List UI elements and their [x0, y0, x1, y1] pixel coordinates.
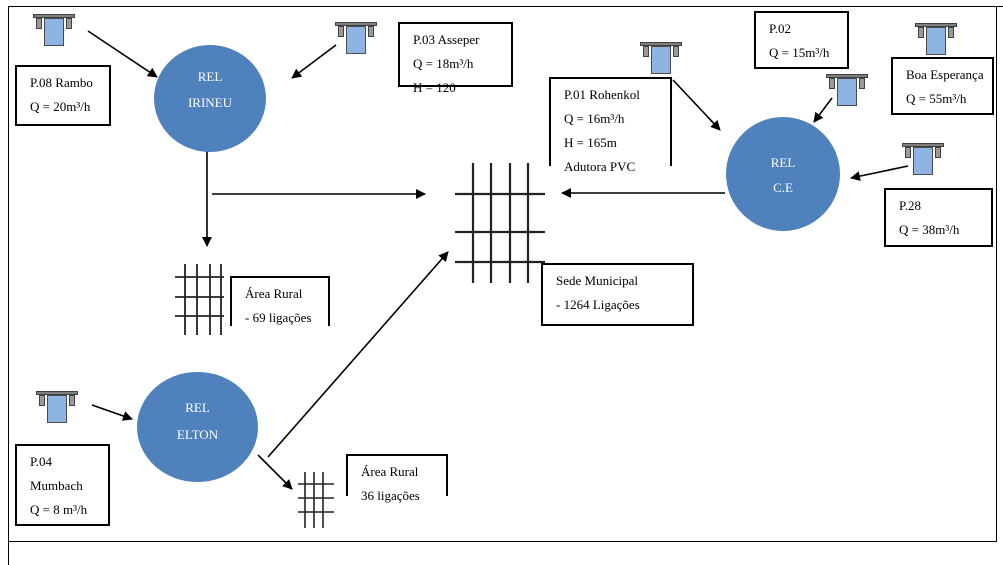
area-rural-1-name: Área Rural: [245, 286, 303, 301]
reservoir-irineu: REL IRINEU: [154, 45, 266, 152]
reservoir-ce-line1: REL: [770, 155, 796, 170]
well-p08-flow: Q = 20m³/h: [30, 99, 91, 114]
well-pump-icon: [335, 22, 377, 68]
reservoir-irineu-line2: IRINEU: [187, 95, 233, 110]
frame-border-left: [8, 6, 9, 565]
well-p01-cut: Adutora PVC: [564, 159, 636, 174]
well-p08-name: P.08 Rambo: [30, 75, 93, 90]
frame-border-top: [8, 6, 1003, 7]
frame-border-right: [996, 6, 997, 542]
well-p01-flow: Q = 16m³/h: [564, 111, 625, 126]
well-pump-icon: [915, 23, 957, 69]
well-p02-flow: Q = 15m³/h: [769, 45, 830, 60]
arrow-p01-to-ce: [672, 79, 721, 131]
area-rural-2-detail: 36 ligações: [361, 488, 420, 503]
arrow-p04-to-elton: [91, 404, 133, 421]
arrow-p03-to-irineu: [291, 44, 337, 79]
well-p03-flow: Q = 18m³/h: [413, 56, 474, 71]
well-pump-icon: [33, 14, 75, 60]
well-p04-name: P.04: [30, 454, 53, 469]
well-pump-icon: [902, 143, 944, 189]
well-box-p01: P.01 Rohenkol Q = 16m³/h H = 165m Adutor…: [549, 77, 672, 174]
distribution-grid-icon: [175, 264, 224, 335]
well-box-p03: P.03 Asseper Q = 18m³/h H = 120: [398, 22, 513, 95]
area-box-rural-1: Área Rural - 69 ligações: [230, 276, 330, 326]
well-p03-cut: H = 120: [413, 80, 456, 95]
well-pump-icon: [36, 391, 78, 437]
well-pump-icon: [826, 74, 868, 120]
well-p01-name: P.01 Rohenkol: [564, 87, 640, 102]
area-rural-2-name: Área Rural: [361, 464, 419, 479]
arrow-p08-to-irineu: [87, 30, 158, 78]
reservoir-elton-line1: REL: [185, 400, 210, 415]
reservoir-ce-line2: C.E: [773, 180, 793, 195]
arrow-boa-to-ce: [813, 97, 833, 123]
well-boa-name: Boa Esperança: [906, 67, 984, 82]
reservoir-elton-line2: ELTON: [176, 427, 219, 442]
area-box-rural-2: Área Rural 36 ligações: [346, 454, 448, 503]
well-box-p02: P.02 Q = 15m³/h: [754, 11, 849, 69]
arrow-elton-to-sede: [267, 251, 449, 458]
well-box-p04: P.04 Mumbach Q = 8 m³/h: [15, 444, 110, 526]
well-box-p08: P.08 Rambo Q = 20m³/h: [15, 65, 111, 126]
well-p28-flow: Q = 38m³/h: [899, 222, 960, 237]
arrow-p28-to-ce: [850, 165, 909, 182]
area-box-sede-municipal: Sede Municipal - 1264 Ligações: [541, 263, 694, 326]
reservoir-ce: REL C.E: [726, 117, 840, 231]
well-p28-name: P.28: [899, 198, 922, 213]
area-sede-detail: - 1264 Ligações: [556, 297, 640, 312]
well-p01-head: H = 165m: [564, 135, 617, 150]
well-p03-name: P.03 Asseper: [413, 32, 480, 47]
arrow-elton-to-rural2: [257, 454, 293, 490]
distribution-grid-icon: [455, 163, 545, 283]
reservoir-irineu-line1: REL: [197, 69, 223, 84]
well-p04-flow: Q = 8 m³/h: [30, 502, 88, 517]
area-rural-1-detail: - 69 ligações: [245, 310, 312, 325]
well-pump-icon: [640, 42, 682, 88]
well-box-p28: P.28 Q = 38m³/h: [884, 188, 993, 247]
area-sede-name: Sede Municipal: [556, 273, 638, 288]
reservoir-elton: REL ELTON: [137, 372, 258, 482]
well-boa-flow: Q = 55m³/h: [906, 91, 967, 106]
well-p04-place: Mumbach: [30, 478, 83, 493]
frame-border-bottom: [8, 541, 997, 542]
well-box-boa-esperanca: Boa Esperança Q = 55m³/h: [891, 57, 994, 115]
well-p02-name: P.02: [769, 21, 792, 36]
distribution-grid-icon: [298, 472, 334, 528]
